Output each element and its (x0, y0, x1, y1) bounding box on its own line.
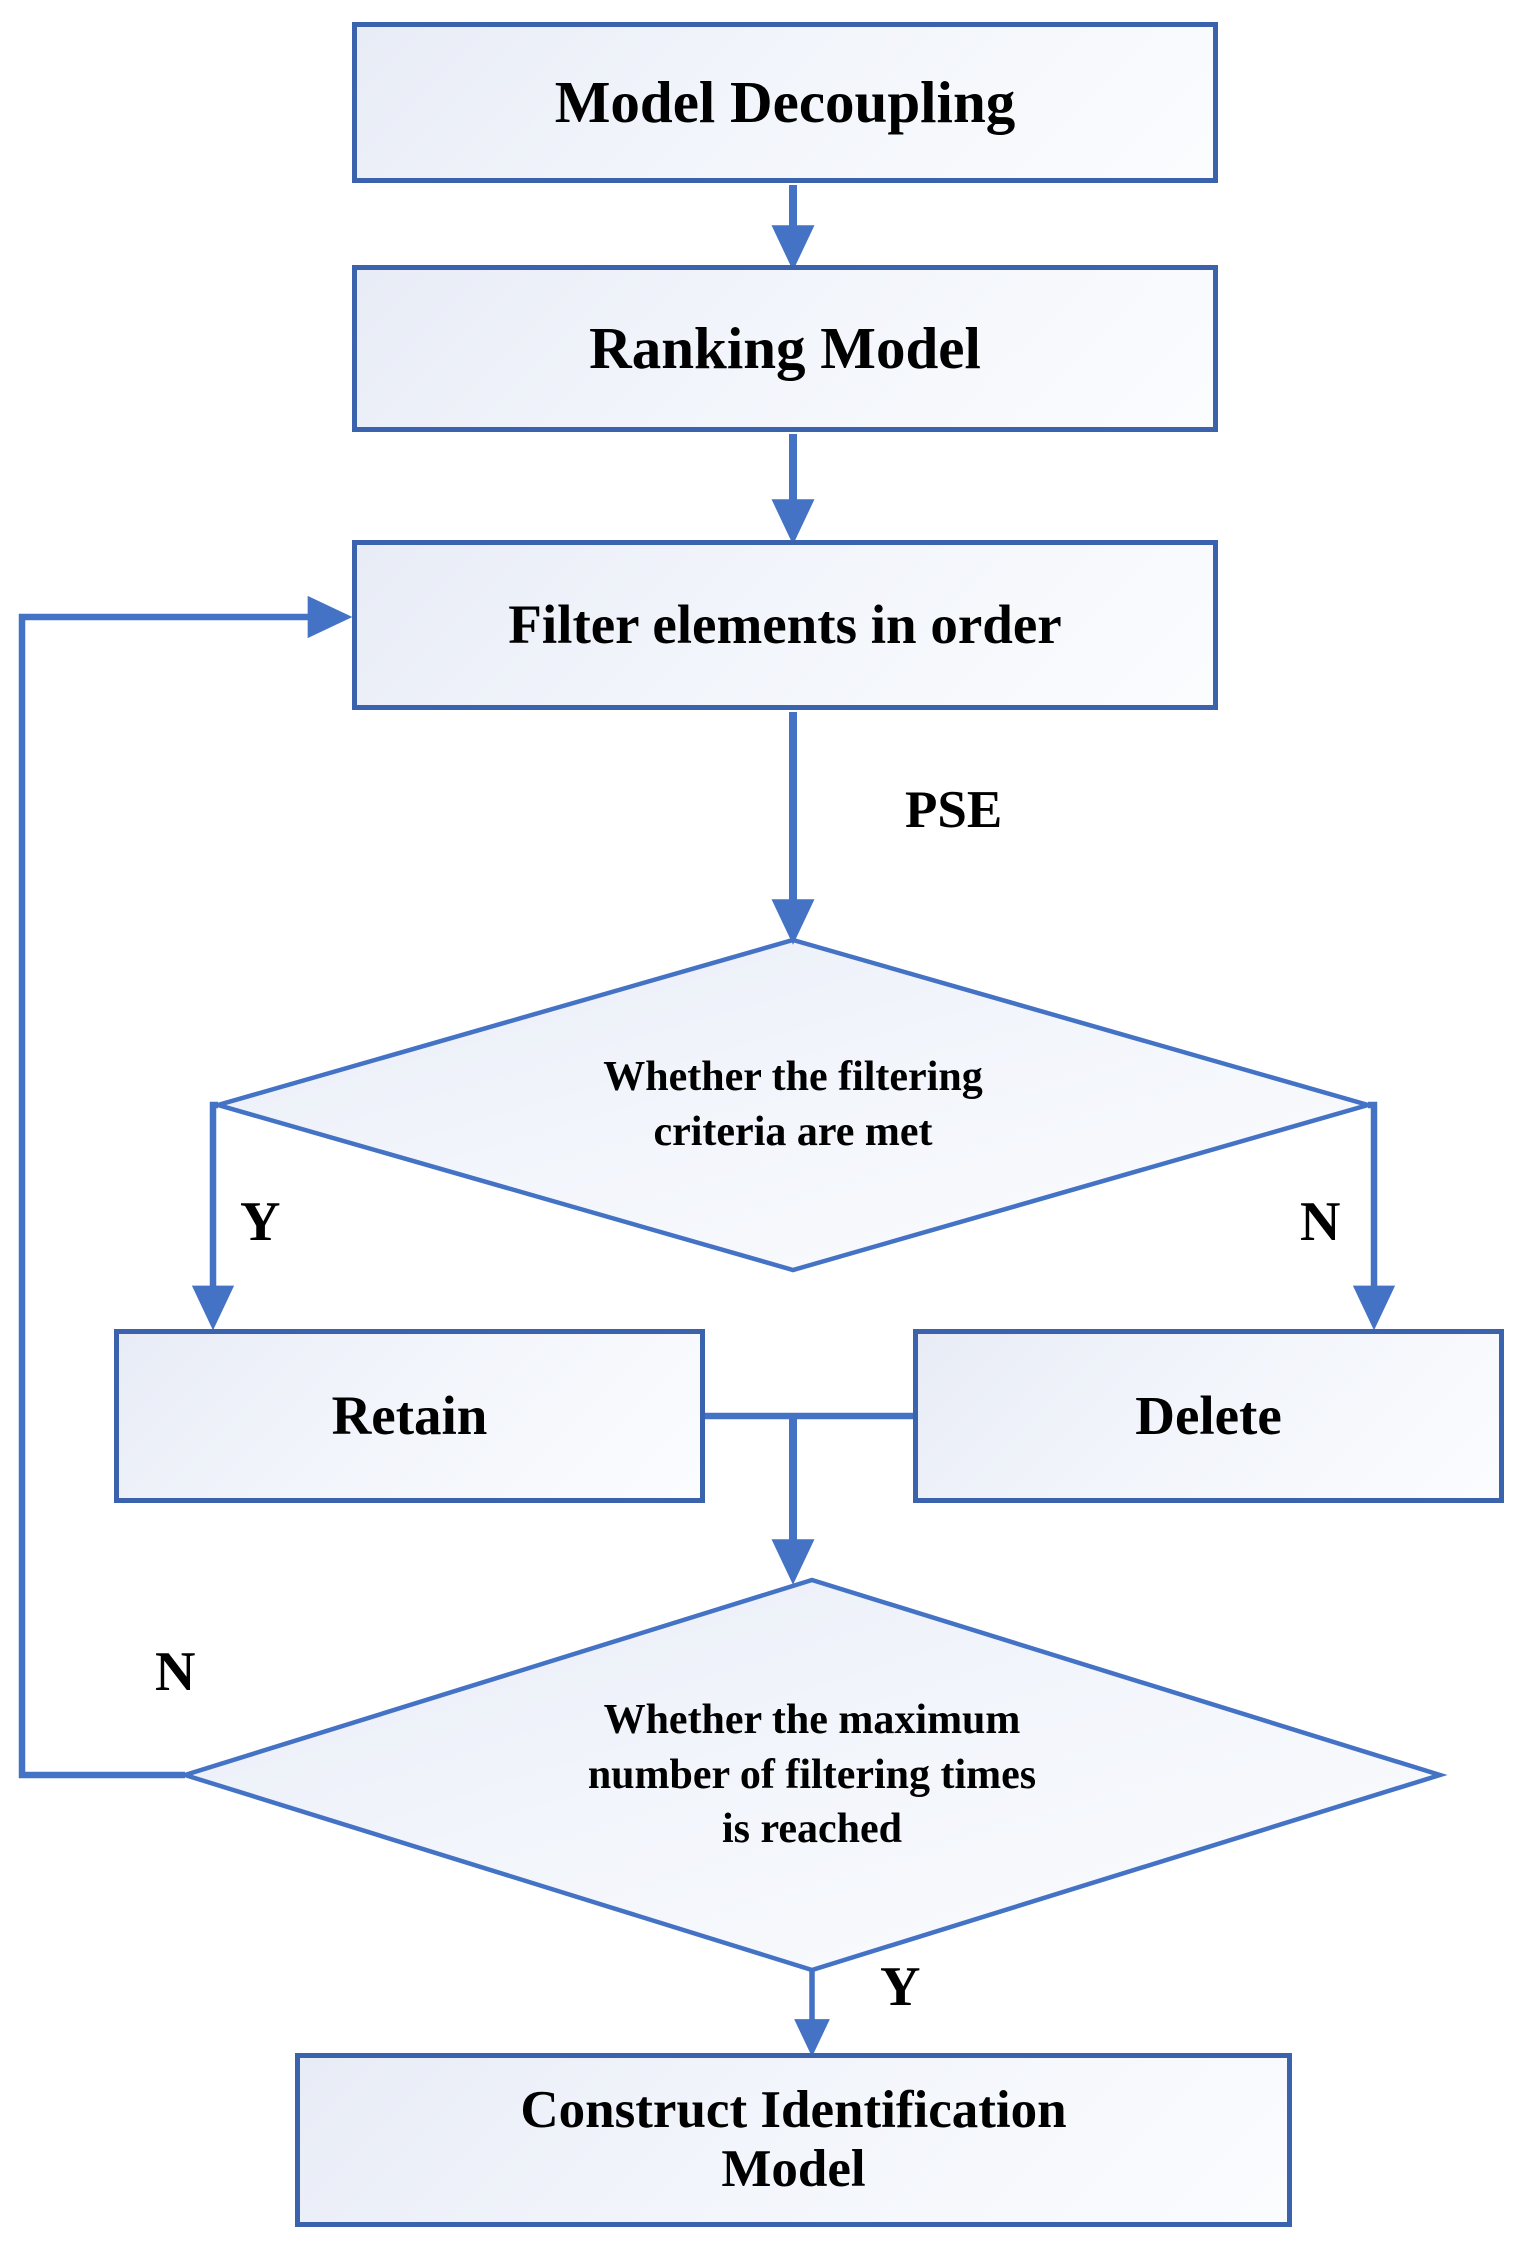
max-times-line-3: is reached (721, 1806, 903, 1853)
edge-criteria-no-to-delete (1352, 1101, 1396, 1331)
edge-label-criteria-no: N (1300, 1191, 1341, 1253)
edge-label-max-times-no: N (155, 1641, 196, 1703)
node-retain[interactable]: Retain (114, 1329, 705, 1503)
decision-shape-criteria (209, 937, 1377, 1273)
criteria-line-1: Whether the filtering (603, 1054, 983, 1101)
edge-label-pse: PSE (905, 781, 1003, 839)
node-model-decoupling[interactable]: Model Decoupling (352, 22, 1218, 183)
decision-shape-max-times (177, 1577, 1448, 1973)
node-label-ranking-model: Ranking Model (589, 315, 981, 382)
construct-line-2: Model (721, 2140, 866, 2198)
node-construct-identification-model[interactable]: Construct Identification Model (295, 2053, 1292, 2227)
max-times-line-2: number of filtering times (587, 1751, 1037, 1798)
node-label-delete: Delete (1135, 1385, 1282, 1447)
edge-criteria-yes-to-retain (191, 1101, 235, 1331)
node-label-filter-elements: Filter elements in order (508, 594, 1062, 656)
edge-label-max-times-yes: Y (880, 1956, 921, 2018)
node-ranking-model[interactable]: Ranking Model (352, 265, 1218, 432)
edge-label-criteria-yes: Y (240, 1191, 281, 1253)
node-label-criteria-decision: Whether the filtering criteria are met (448, 1030, 1138, 1180)
construct-line-1: Construct Identification (520, 2080, 1067, 2139)
max-times-line-1: Whether the maximum (603, 1697, 1021, 1744)
edge-max-times-no-feedback (18, 595, 353, 1779)
node-label-max-times-decision: Whether the maximum number of filtering … (437, 1665, 1187, 1885)
node-filter-elements[interactable]: Filter elements in order (352, 540, 1218, 710)
node-label-construct-identification-model: Construct Identification Model (510, 2081, 1076, 2200)
node-label-model-decoupling: Model Decoupling (554, 69, 1016, 136)
node-delete[interactable]: Delete (913, 1329, 1504, 1503)
node-label-retain: Retain (331, 1385, 488, 1447)
criteria-line-2: criteria are met (653, 1109, 933, 1155)
